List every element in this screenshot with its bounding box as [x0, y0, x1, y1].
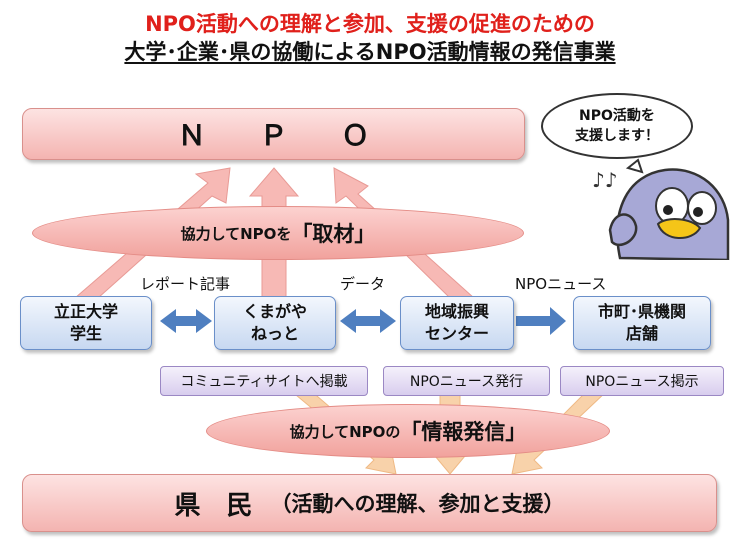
- right-arrow: [516, 307, 566, 335]
- pill-news-post: NPOニュース掲示: [560, 366, 724, 396]
- box-regional-center: 地域振興センター: [400, 296, 514, 350]
- horizontal-arrows: [160, 307, 566, 335]
- label-news: NPOニュース: [515, 275, 607, 293]
- label-report: レポート記事: [140, 275, 231, 293]
- title-line-1: NPO活動への理解と参加、支援の促進のための: [145, 12, 595, 36]
- kenmin-label: 県 民: [174, 490, 253, 521]
- bird-wing: [608, 213, 638, 247]
- pill-community-site: コミュニティサイトへ掲載: [160, 366, 368, 396]
- title-line-2: 大学･企業･県の協働によるNPO活動情報の発信事業: [124, 40, 616, 64]
- double-arrow-2: [340, 309, 396, 333]
- box-kumagaya-net: くまがやねっと: [214, 296, 336, 350]
- collect-prefix: 協力してNPOを: [180, 224, 292, 243]
- bird-eye-right: [687, 191, 717, 225]
- send-prefix: 協力してNPOの: [289, 422, 401, 441]
- npo-bar: Ｎ Ｐ Ｏ: [22, 108, 525, 160]
- bird-mascot-icon: [608, 158, 730, 260]
- bird-beak: [656, 218, 702, 239]
- up-arrow-3: [333, 167, 476, 299]
- double-arrow-1: [160, 309, 212, 333]
- kenmin-sub: （活動への理解、参加と支援）: [270, 492, 565, 516]
- pill-news-issue: NPOニュース発行: [383, 366, 550, 396]
- collect-emphasis: 「取材」: [291, 222, 376, 246]
- collect-ellipse: 協力してNPOを「取材」: [32, 206, 524, 260]
- kenmin-bar: 県 民 （活動への理解、参加と支援）: [22, 474, 717, 532]
- send-ellipse: 協力してNPOの「情報発信」: [206, 404, 610, 458]
- speech-bubble: NPO活動を支援します！: [541, 93, 693, 159]
- send-emphasis: 「情報発信」: [400, 420, 527, 444]
- label-data: データ: [340, 275, 386, 293]
- box-rissho-students: 立正大学学生: [20, 296, 152, 350]
- box-municipal-stores: 市町･県機関店舗: [573, 296, 711, 350]
- music-notes-icon: ♪♪: [592, 168, 618, 192]
